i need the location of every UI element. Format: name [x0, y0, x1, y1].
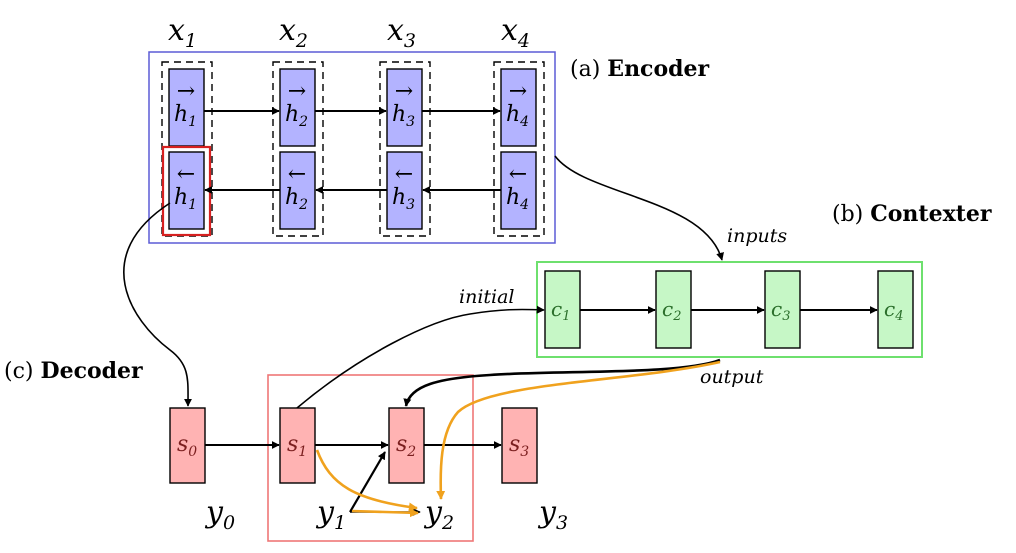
label-s0: s0 [177, 432, 197, 460]
contexter-labels: c1 c2 c3 c4 [551, 297, 903, 324]
forward-cell-h4 [500, 68, 537, 147]
svg-text:h2: h2 [285, 185, 308, 213]
label-h1-forward: → h1 [174, 79, 197, 130]
label-h1-backward: ← h1 [174, 162, 197, 213]
forward-cell-h3 [386, 68, 423, 147]
output-y3: y3 [537, 495, 568, 534]
forward-cells [168, 68, 537, 147]
forward-labels: → h1 → h2 → h3 → h4 [174, 79, 529, 130]
output-to-y2-arrow [436, 360, 721, 500]
label-h3-forward: → h3 [392, 79, 415, 130]
encoder-column-4 [493, 61, 545, 237]
decoder-cells [169, 407, 538, 484]
label-s3: s3 [509, 432, 529, 460]
label-h2-forward: → h2 [285, 79, 308, 130]
output-y1: y1 [315, 495, 346, 534]
encoder-to-contexter-arrow [554, 155, 724, 261]
label-s2: s2 [396, 432, 416, 460]
s1-to-y2-arrow [315, 449, 418, 512]
decoder-cell-s1 [279, 407, 316, 484]
svg-text:→: → [177, 79, 195, 104]
svg-text:←: ← [288, 162, 306, 187]
encoder-inputs: x1 x2 x3 x4 [168, 13, 530, 52]
output-y2: y2 [423, 495, 454, 534]
y1-to-y2-orange-arrow [351, 508, 419, 518]
svg-text:→: → [395, 79, 413, 104]
input-x3: x3 [387, 13, 416, 52]
svg-text:h4: h4 [506, 102, 529, 130]
y1-to-s2-arrow [349, 451, 386, 513]
label-c4: c4 [884, 297, 903, 324]
svg-text:←: ← [177, 162, 195, 187]
contexter-cells [544, 270, 914, 349]
output-y0: y0 [204, 495, 235, 534]
backward-labels: ← h1 ← h2 ← h3 ← h4 [174, 162, 529, 213]
encoder-dashed-groups [161, 61, 545, 237]
svg-text:h3: h3 [392, 102, 415, 130]
connector-arrows [123, 155, 724, 516]
decoder-outputs: y0 y1 y2 y3 [204, 495, 568, 534]
svg-text:→: → [509, 79, 527, 104]
encoder-frame [148, 51, 556, 244]
contexter-cell-c4 [877, 270, 914, 349]
label-c2: c2 [662, 297, 681, 324]
decoder-state-labels: s0 s1 s2 s3 [177, 432, 529, 460]
decoder-frame [267, 374, 474, 542]
orange-arrows [315, 360, 721, 518]
contexter-block: c1 c2 c3 c4 (b) Contexter inputs initial… [459, 201, 992, 388]
label-h2-backward: ← h2 [285, 162, 308, 213]
svg-text:←: ← [395, 162, 413, 187]
input-x2: x2 [279, 13, 308, 52]
inputs-label: inputs [727, 225, 787, 247]
label-c3: c3 [771, 297, 790, 324]
svg-text:h2: h2 [285, 102, 308, 130]
svg-text:h3: h3 [392, 185, 415, 213]
decoder-cell-s0 [169, 407, 206, 484]
input-x4: x4 [501, 13, 530, 52]
backward-cell-h3 [386, 151, 423, 230]
decoder-title: (c) Decoder [4, 358, 143, 384]
contexter-title: (b) Contexter [832, 201, 992, 227]
initial-label: initial [459, 286, 515, 308]
svg-text:←: ← [509, 162, 527, 187]
svg-text:h1: h1 [174, 185, 197, 213]
encoder-column-3 [379, 61, 431, 237]
label-h4-forward: → h4 [506, 79, 529, 130]
encoder-to-decoder-arrow [123, 202, 193, 407]
label-h4-backward: ← h4 [506, 162, 529, 213]
label-c1: c1 [551, 297, 570, 324]
svg-text:h4: h4 [506, 185, 529, 213]
encoder-title: (a) Encoder [570, 56, 710, 82]
decoder-cell-s3 [501, 407, 538, 484]
label-s1: s1 [287, 432, 307, 460]
output-label: output [700, 366, 764, 388]
contexter-cell-c3 [764, 270, 801, 349]
decoder-block: s0 s1 s2 s3 y0 y1 y2 y3 (c) Decoder [4, 358, 568, 542]
initial-state-arrow [296, 305, 545, 409]
forward-cell-h1 [168, 68, 205, 147]
backward-cell-h1 [168, 151, 205, 230]
input-x1: x1 [168, 13, 197, 52]
forward-cell-h2 [279, 68, 316, 147]
output-to-s2-arrow [403, 358, 721, 407]
svg-text:→: → [288, 79, 306, 104]
contexter-cell-c1 [544, 270, 581, 349]
encoder-column-2 [272, 61, 324, 237]
label-h3-backward: ← h3 [392, 162, 415, 213]
contexter-cell-c2 [655, 270, 692, 349]
encoder-block: x1 x2 x3 x4 → h1 → h2 → h3 → h4 [148, 13, 710, 244]
svg-text:h1: h1 [174, 102, 197, 130]
decoder-cell-s2 [388, 407, 425, 484]
